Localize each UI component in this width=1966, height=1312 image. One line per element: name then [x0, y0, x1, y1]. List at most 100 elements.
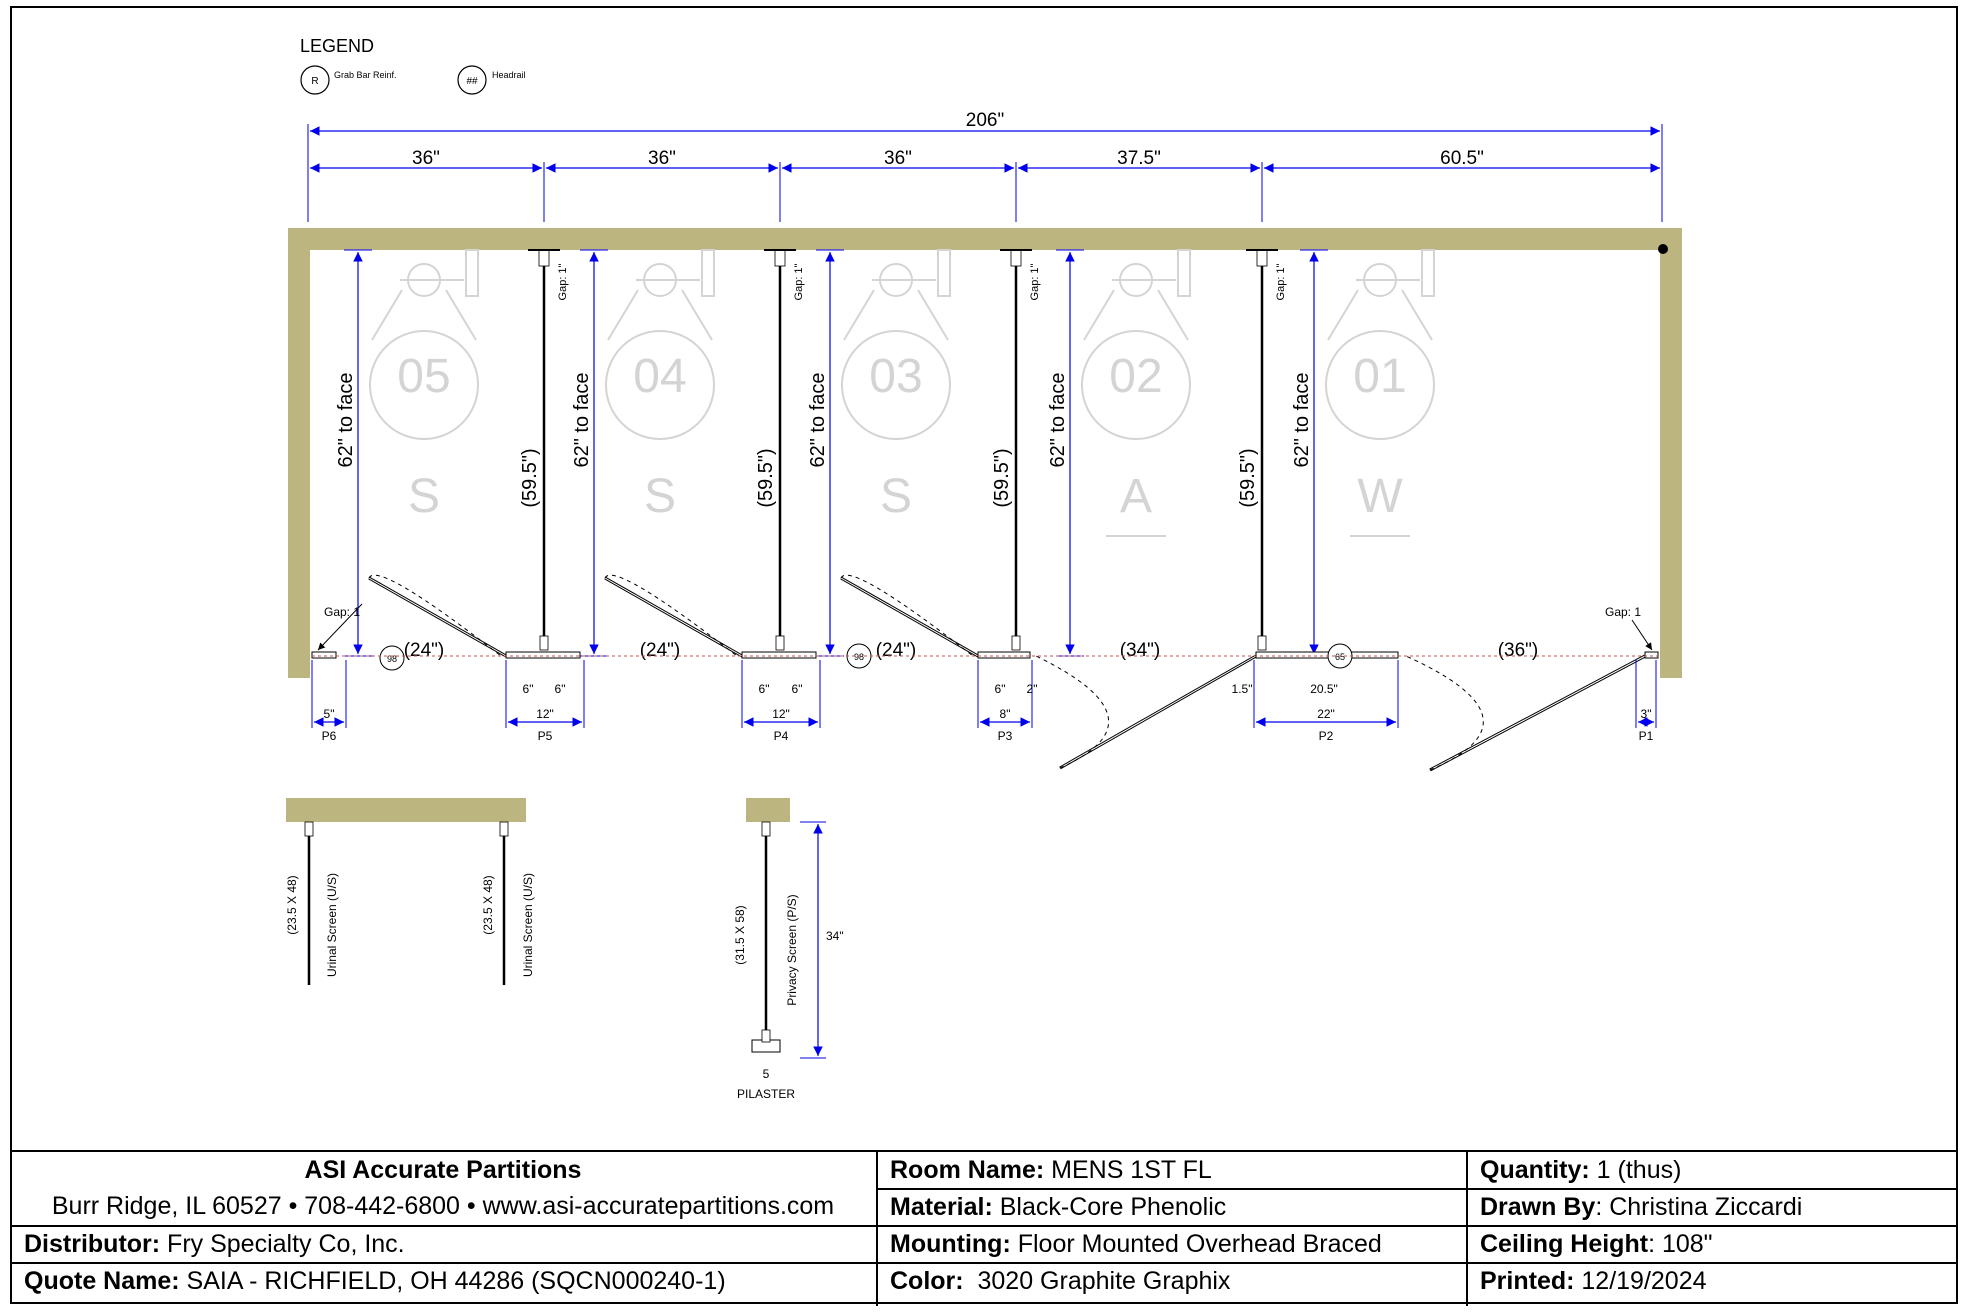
pilaster-P5: 12" P5 6" 6" — [505, 660, 585, 743]
pilaster-P1: 3"P1 — [1635, 660, 1657, 743]
pilaster-id: P2 — [1319, 729, 1334, 743]
pilaster-bar — [977, 651, 1031, 659]
pilaster-id: P4 — [774, 729, 789, 743]
door-width-label: (34") — [1120, 640, 1161, 661]
back-wall — [288, 228, 1682, 250]
grab-bar-icon — [1177, 249, 1191, 297]
reinf-code: 98 — [387, 654, 397, 664]
partition-panel: Gap: 1"(59.5") — [519, 249, 569, 651]
room-name-field: Room Name: MENS 1ST FL — [890, 1156, 1212, 1184]
segment-dim-label: 36" — [884, 148, 912, 169]
urinal-wall — [286, 798, 526, 822]
depth-dim-label: 62" to face — [335, 373, 357, 468]
pilaster-part: 6" — [523, 682, 534, 696]
stall-number: 04 — [633, 350, 686, 403]
pilaster-part: 20.5" — [1310, 682, 1338, 696]
legend-headrail-label: Headrail — [492, 70, 526, 80]
reinf-symbol — [379, 645, 405, 671]
sheet-border — [10, 6, 1958, 1304]
urinal-screen-detail: (23.5 X 48) Urinal Screen (U/S) (23.5 X … — [285, 798, 535, 985]
urinal-screen-1-size: (23.5 X 48) — [285, 875, 299, 934]
panel-depth-label: (59.5") — [519, 448, 541, 507]
pilaster-part: 6" — [792, 682, 803, 696]
urinal-screen-1-label: Urinal Screen (U/S) — [325, 873, 339, 977]
legend-reinf-label: Grab Bar Reinf. — [334, 70, 397, 80]
legend-headrail-symbol — [457, 65, 487, 95]
pilaster-bar — [311, 651, 337, 659]
pilaster-part: 6" — [555, 682, 566, 696]
pilaster-P2: 22"P21.5"20.5" — [1232, 660, 1399, 743]
right-wall — [1660, 228, 1682, 678]
panel-gap-label: Gap: 1" — [1275, 263, 1287, 300]
urinal-screen-2-size: (23.5 X 48) — [481, 875, 495, 934]
pilaster-bar — [1644, 651, 1659, 659]
stall-type: S — [408, 470, 440, 523]
grab-bar-icon — [937, 249, 951, 297]
panel-depth-label: (59.5") — [991, 448, 1013, 507]
drawn-by-field: Drawn By: Christina Ziccardi — [1480, 1193, 1803, 1221]
pilaster-part: 1.5" — [1232, 682, 1253, 696]
depth-dim-label: 62" to face — [1291, 373, 1313, 468]
segment-dim-label: 36" — [648, 148, 676, 169]
privacy-screen-size: (31.5 X 58) — [733, 905, 747, 964]
stall-number: 01 — [1353, 350, 1406, 403]
stall-door: (36") — [1405, 640, 1646, 772]
pilaster-id: P3 — [998, 729, 1013, 743]
door-width-label: (36") — [1498, 640, 1539, 661]
pilaster-total: 12" — [536, 707, 554, 721]
color-field: Color: 3020 Graphite Graphix — [890, 1267, 1231, 1295]
ceiling-height-field: Ceiling Height: 108" — [1480, 1230, 1713, 1258]
grab-bar-icon — [701, 249, 715, 297]
door-width-label: (24") — [640, 640, 681, 661]
gap-right-label: Gap: 1 — [1605, 605, 1641, 619]
urinal-screen-2-label: Urinal Screen (U/S) — [521, 873, 535, 977]
legend-reinf-symbol — [300, 65, 330, 95]
floor-plan: LEGEND R Grab Bar Reinf. ## Headrail 206… — [285, 36, 1682, 1101]
stall-door: (34") — [1035, 640, 1257, 770]
panel-gap-label: Gap: 1" — [793, 263, 805, 300]
distributor-field: Distributor: Fry Specialty Co, Inc. — [24, 1230, 405, 1258]
depth-dim-label: 62" to face — [571, 373, 593, 468]
toilet-bowl-icon — [1325, 330, 1435, 440]
privacy-wall — [746, 798, 790, 822]
legend-headrail-code: ## — [466, 76, 478, 87]
pilaster-id: P5 — [538, 729, 553, 743]
pilasters: 5"P612"P56"6"12"P46"6"8"P36"2"22"P21.5"2… — [311, 660, 1657, 743]
pilaster-bar — [1255, 651, 1399, 659]
grab-bar-icon — [465, 249, 479, 297]
panel-gap-label: Gap: 1" — [1029, 263, 1041, 300]
pilaster-total: 12" — [772, 707, 790, 721]
pilaster-id: P1 — [1639, 729, 1654, 743]
pilaster-total: 8" — [1000, 707, 1011, 721]
stall-number: 03 — [869, 350, 922, 403]
door-width-label: (24") — [404, 640, 445, 661]
partition-panel: Gap: 1"(59.5") — [755, 249, 805, 651]
stall-type: A — [1120, 470, 1152, 523]
material-field: Material: Black-Core Phenolic — [890, 1193, 1227, 1221]
privacy-height-label: 34" — [826, 929, 844, 943]
stall-door: (24") — [604, 574, 743, 661]
left-wall — [288, 228, 310, 678]
stall-type: S — [644, 470, 676, 523]
segment-dim-label: 37.5" — [1117, 148, 1161, 169]
urinal-screen-1: (23.5 X 48) Urinal Screen (U/S) — [285, 821, 339, 985]
corner-dot — [1658, 244, 1668, 254]
stall-number: 02 — [1109, 350, 1162, 403]
toilet-bowl-icon — [1081, 330, 1191, 440]
quantity-field: Quantity: 1 (thus) — [1480, 1156, 1682, 1184]
top-dimensions: 206" 36"36"36"37.5"60.5" — [307, 110, 1663, 222]
pilaster-bar — [505, 651, 581, 659]
pilaster-P3: 8"P36"2" — [977, 660, 1037, 743]
segment-dim-label: 36" — [412, 148, 440, 169]
pilaster-part: 6" — [995, 682, 1006, 696]
partition-panel: Gap: 1"(59.5") — [1237, 249, 1287, 651]
pilaster-total: 5" — [324, 707, 335, 721]
stall-door: (24") — [840, 574, 979, 661]
stall-04: 04S 62" to face — [571, 249, 715, 657]
